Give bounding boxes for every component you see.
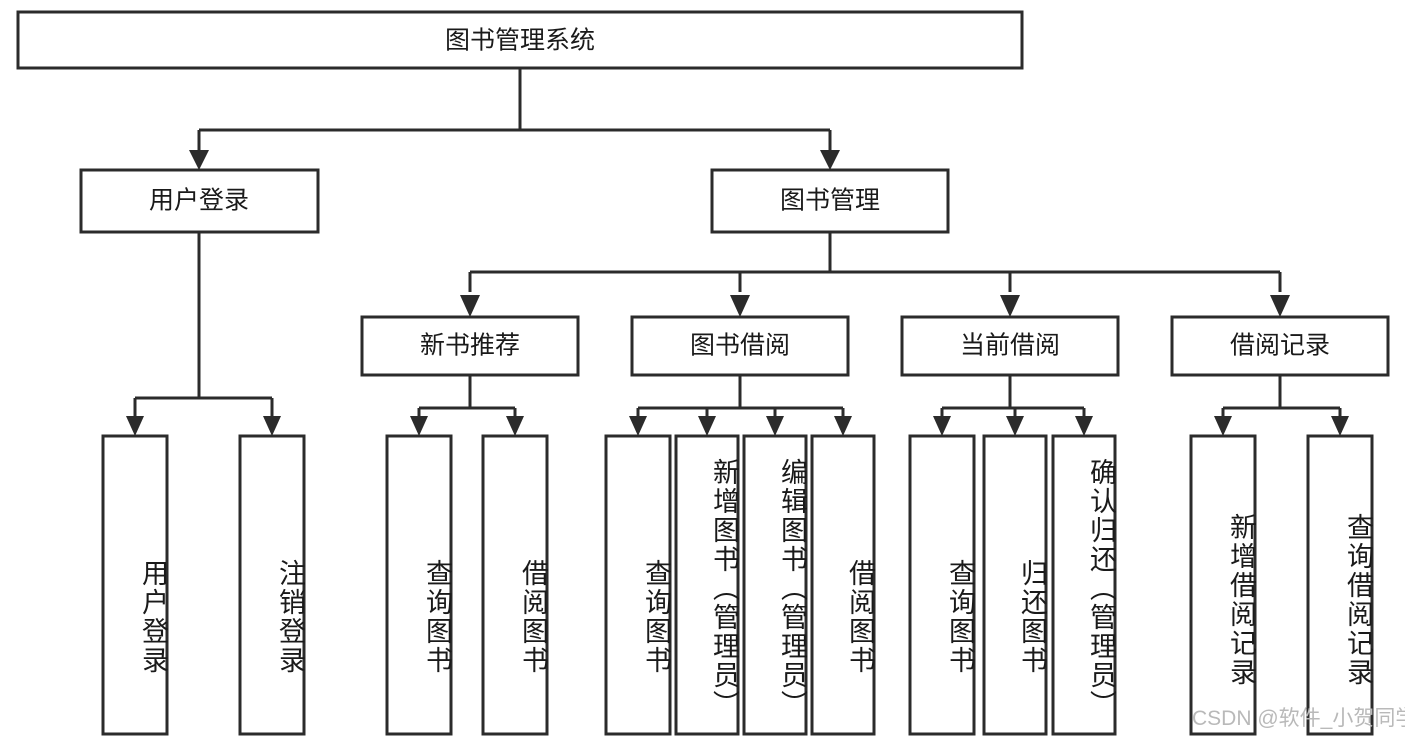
node-borrow-record[interactable]: 借阅记录	[1170, 315, 1390, 377]
leaf-box-user-login[interactable]	[101, 434, 169, 736]
leaf-box-logout[interactable]	[238, 434, 306, 736]
leaf-box-return-book[interactable]	[982, 434, 1048, 736]
node-current-borrow-box[interactable]	[900, 315, 1120, 377]
leaf-box-confirm-return-admin[interactable]	[1051, 434, 1117, 736]
node-current-borrow[interactable]: 当前借阅	[900, 315, 1120, 377]
node-root-label: 图书管理系统	[445, 27, 595, 55]
arrowhead-leaf-borrow-book	[834, 416, 852, 436]
leaf-box-borrow-book[interactable]	[810, 434, 876, 736]
node-user-login-box[interactable]	[79, 168, 320, 234]
arrowhead-current-borrow	[1000, 295, 1020, 317]
leaf-box-add-book-admin[interactable]	[674, 434, 740, 736]
node-book-manage-label: 图书管理	[780, 187, 880, 215]
arrowhead-leaf-edit-book-admin	[766, 416, 784, 436]
arrowhead-leaf-borrow-book-rec	[506, 416, 524, 436]
node-book-borrow-label: 图书借阅	[690, 332, 790, 360]
node-book-borrow[interactable]: 图书借阅	[630, 315, 850, 377]
node-new-book-recommend-box[interactable]	[360, 315, 580, 377]
node-book-manage[interactable]: 图书管理	[710, 168, 950, 234]
connectors-group	[126, 68, 1349, 436]
arrowhead-user-login	[189, 150, 209, 170]
node-book-manage-box[interactable]	[710, 168, 950, 234]
arrowhead-new-book-recommend	[460, 295, 480, 317]
arrowhead-leaf-query-book-rec	[410, 416, 428, 436]
node-new-book-recommend[interactable]: 新书推荐	[360, 315, 580, 377]
csdn-watermark: CSDN @软件_小贺同学	[1192, 707, 1405, 730]
node-current-borrow-label: 当前借阅	[960, 332, 1060, 360]
leaf-box-query-borrow-record[interactable]	[1306, 434, 1374, 736]
arrowhead-leaf-add-book-admin	[698, 416, 716, 436]
arrowhead-leaf-logout	[263, 416, 281, 436]
node-borrow-record-box[interactable]	[1170, 315, 1390, 377]
node-new-book-recommend-label: 新书推荐	[420, 332, 520, 360]
leaf-box-query-book-rec[interactable]	[385, 434, 453, 736]
node-user-login[interactable]: 用户登录	[79, 168, 320, 234]
arrowhead-leaf-return-book	[1006, 416, 1024, 436]
arrowhead-leaf-add-borrow-record	[1214, 416, 1232, 436]
node-user-login-label: 用户登录	[149, 187, 249, 215]
leaf-box-edit-book-admin[interactable]	[742, 434, 808, 736]
arrowhead-book-manage	[820, 150, 840, 170]
arrowhead-leaf-query-borrow-record	[1331, 416, 1349, 436]
arrowhead-borrow-record	[1270, 295, 1290, 317]
leaf-box-add-borrow-record[interactable]	[1189, 434, 1257, 736]
arrowhead-leaf-query-book-current	[933, 416, 951, 436]
arrowhead-book-borrow	[730, 295, 750, 317]
leaf-box-query-book-borrow[interactable]	[604, 434, 672, 736]
leaf-box-borrow-book-rec[interactable]	[481, 434, 549, 736]
node-root[interactable]: 图书管理系统	[16, 10, 1024, 70]
arrowhead-leaf-user-login	[126, 416, 144, 436]
node-borrow-record-label: 借阅记录	[1230, 332, 1330, 360]
arrowhead-leaf-confirm-return-admin	[1075, 416, 1093, 436]
node-root-box[interactable]	[16, 10, 1024, 70]
leaf-boxes-group	[101, 434, 1374, 736]
node-book-borrow-box[interactable]	[630, 315, 850, 377]
arrowhead-leaf-query-book-borrow	[629, 416, 647, 436]
leaf-box-query-book-current[interactable]	[908, 434, 976, 736]
